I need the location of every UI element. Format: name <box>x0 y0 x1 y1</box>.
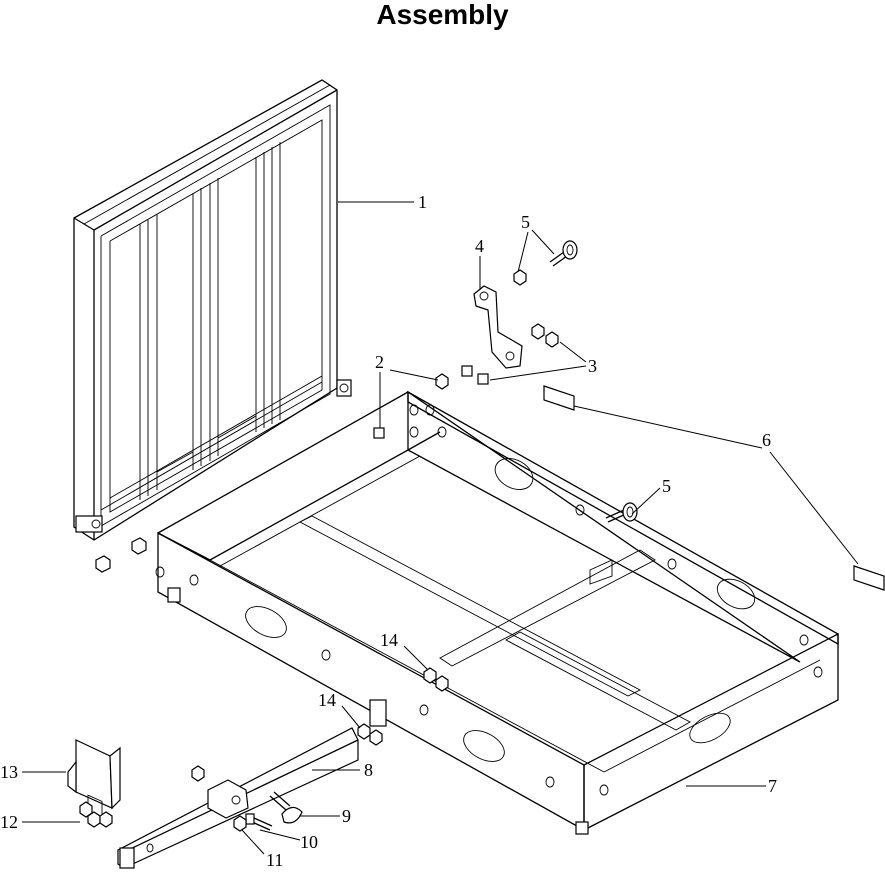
callout-11: 11 <box>266 850 283 870</box>
callout-4: 4 <box>475 236 484 256</box>
callout-3: 3 <box>588 356 597 376</box>
callout-1: 1 <box>418 192 427 212</box>
hitch-bar <box>118 728 358 868</box>
pin-and-nut <box>514 241 577 285</box>
callout-5-upper: 5 <box>521 212 530 232</box>
callout-14-upper: 14 <box>380 630 398 650</box>
callout-2: 2 <box>375 352 384 372</box>
cargo-base-frame <box>156 392 838 834</box>
callout-6: 6 <box>762 430 771 450</box>
side-frame-panel <box>74 80 351 540</box>
callout-9: 9 <box>342 806 351 826</box>
callout-13: 13 <box>0 762 18 782</box>
leader-lines <box>22 202 858 854</box>
frame-nuts <box>96 538 146 572</box>
callout-7: 7 <box>768 776 777 796</box>
bracket-plate <box>474 286 522 368</box>
callout-12: 12 <box>0 812 18 832</box>
nut-11 <box>234 816 246 831</box>
callout-10: 10 <box>300 832 318 852</box>
callout-5-lower: 5 <box>662 476 671 496</box>
license-plate-bracket <box>68 740 120 823</box>
callout-14-lower: 14 <box>318 690 336 710</box>
callout-8: 8 <box>364 760 373 780</box>
reflector-labels <box>544 386 884 590</box>
bolt-10 <box>246 814 272 830</box>
